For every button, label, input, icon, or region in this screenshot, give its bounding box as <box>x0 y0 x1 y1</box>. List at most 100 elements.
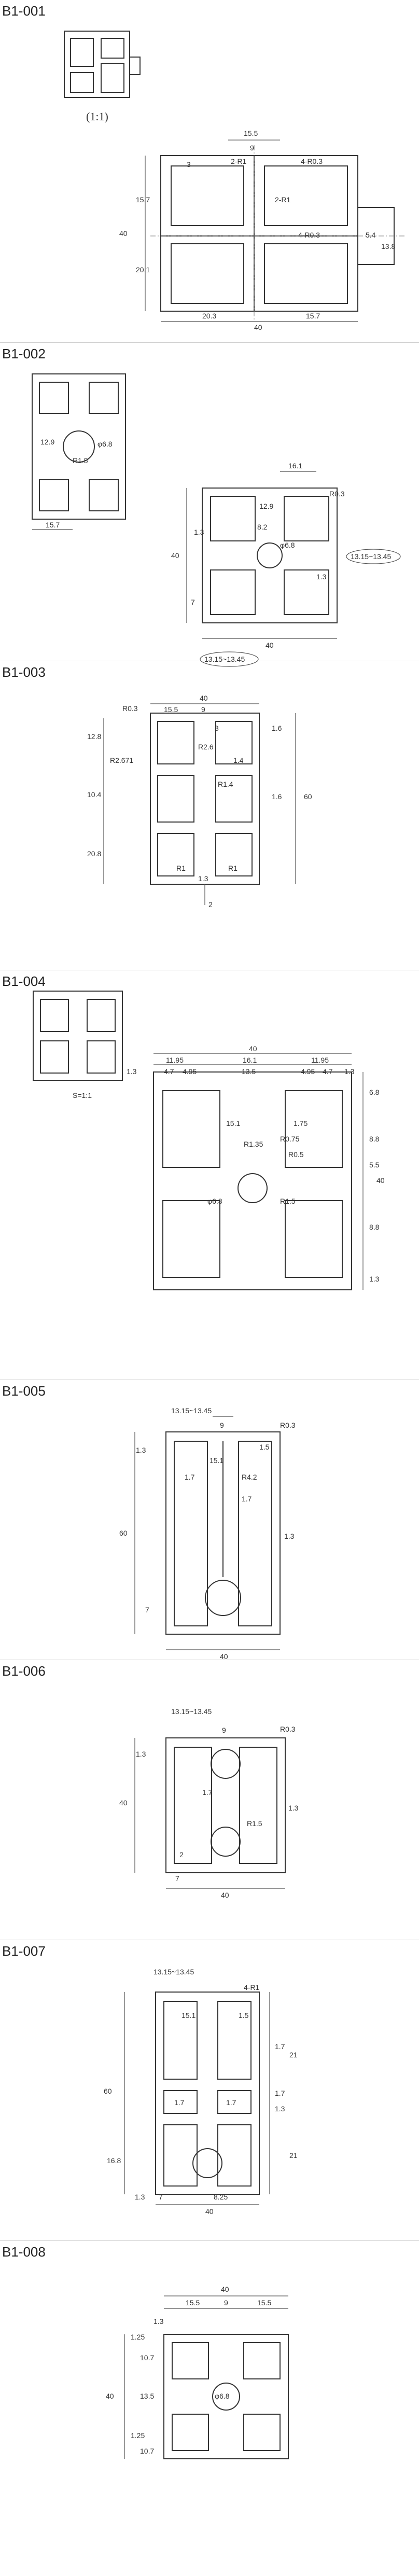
dim: 1.3 <box>194 528 204 536</box>
dim: 1.6 <box>272 724 282 732</box>
dim: 2-R1 <box>275 196 291 204</box>
dim: 13.15~13.45 <box>171 1707 212 1716</box>
dim: 10.7 <box>140 2447 154 2455</box>
profile-large <box>134 1416 281 1650</box>
dim: 40 <box>254 323 262 331</box>
dim: 12.9 <box>40 438 54 446</box>
dim: R1.35 <box>244 1140 263 1148</box>
dim: 3 <box>187 160 191 169</box>
dim: 1.3 <box>135 2193 145 2201</box>
dim: 4-R0.3 <box>298 231 320 239</box>
profile-large <box>145 140 404 322</box>
dim: 60 <box>119 1529 128 1537</box>
dim: 40 <box>249 1045 257 1053</box>
dim: 10.4 <box>87 790 101 799</box>
dim: 15.7 <box>46 521 60 529</box>
dim: 4-R1 <box>244 1983 260 1992</box>
dim: 60 <box>304 792 312 801</box>
dim: 12.8 <box>87 732 101 741</box>
dim: 1.3 <box>344 1067 355 1076</box>
dim: 15.5 <box>244 129 258 137</box>
profile-large <box>124 1992 270 2205</box>
dim: 6.8 <box>369 1088 380 1096</box>
dim: 11.95 <box>311 1056 329 1064</box>
dim: R0.3 <box>329 490 345 498</box>
dim: 1.3 <box>369 1275 380 1283</box>
dim: 16.8 <box>107 2156 121 2165</box>
dim: 20.1 <box>136 266 150 274</box>
dim: 21 <box>289 2051 298 2059</box>
dim: 1.7 <box>275 2042 285 2051</box>
dim: φ6.8 <box>280 541 295 549</box>
dim: 1.3 <box>198 874 208 883</box>
scale-label: S=1:1 <box>73 1091 92 1099</box>
dim: 4.95 <box>301 1067 315 1076</box>
dim: 13.5 <box>242 1067 256 1076</box>
dim: 2 <box>179 1850 184 1859</box>
section-b1-004: B1-004 S=1:1 40 11.95 16.1 11.95 1.3 4.7… <box>0 970 419 1380</box>
dim: 21 <box>289 2151 298 2160</box>
dim: 40 <box>119 1799 128 1807</box>
dim: 1.3 <box>284 1532 295 1540</box>
scale-label: (1:1) <box>86 110 108 123</box>
dim: R1 <box>176 864 186 872</box>
dim: 1.7 <box>242 1495 252 1503</box>
dim: 9 <box>222 1726 226 1734</box>
section-title: B1-006 <box>2 1663 46 1679</box>
dim: 13.15~13.45 <box>153 1968 194 1976</box>
dim: 1.25 <box>131 2431 145 2440</box>
dim: R1.5 <box>247 1819 262 1828</box>
dim: R1.4 <box>218 780 233 788</box>
dim: R2.671 <box>110 756 133 764</box>
section-b1-005: B1-005 13.15~13.45 9 R0.3 1.3 15.1 1.5 1… <box>0 1380 419 1661</box>
dim: 40 <box>221 2285 229 2293</box>
dim: R1 <box>228 864 238 872</box>
dim: R0.5 <box>288 1150 304 1159</box>
dim: 1.7 <box>185 1473 195 1481</box>
dim: 1.7 <box>226 2098 236 2107</box>
dim: 11.95 <box>166 1056 184 1064</box>
dim: 12.9 <box>259 502 273 510</box>
section-title: B1-008 <box>2 2244 46 2260</box>
dim: 40 <box>266 641 274 649</box>
dim: R0.75 <box>280 1135 300 1143</box>
section-title: B1-001 <box>2 3 46 19</box>
dim: 15.5 <box>164 705 178 714</box>
dim: 8.8 <box>369 1135 380 1143</box>
section-b1-003: B1-003 40 15.5 9 R0.3 1.6 8 12.8 R2.6 R2… <box>0 661 419 970</box>
dim: 1.3 <box>136 1750 146 1758</box>
dim: 13.15~13.45 <box>204 655 245 663</box>
dim: φ6.8 <box>97 440 113 448</box>
drawing-b1-001: (1:1) 15.5 9 2-R1 4-R0.3 3 15.7 40 20.1 … <box>64 31 404 331</box>
profile-large <box>103 703 296 905</box>
dim: 13.15~13.45 <box>171 1407 212 1415</box>
dim: 15.5 <box>186 2299 200 2307</box>
dim: 20.8 <box>87 850 101 858</box>
dim: 9 <box>201 705 205 714</box>
section-title: B1-002 <box>2 346 46 361</box>
dim: 16.1 <box>243 1056 257 1064</box>
dim: 1.7 <box>202 1788 213 1797</box>
dim: 4.7 <box>323 1067 333 1076</box>
dim: 5.5 <box>369 1161 380 1169</box>
drawing-b1-007: 13.15~13.45 4-R1 15.1 1.5 1.7 21 1.7 60 … <box>104 1968 298 2216</box>
section-b1-008: B1-008 40 15.5 9 15.5 1.3 1.25 10.7 φ6.8… <box>0 2240 419 2576</box>
dim: 1.25 <box>131 2333 145 2341</box>
dim: 13.15~13.45 <box>351 552 391 561</box>
dim: 40 <box>376 1176 385 1185</box>
profile-small <box>32 373 126 530</box>
dim: R1.5 <box>280 1197 296 1205</box>
dim: 60 <box>104 2087 112 2095</box>
dim: 15.5 <box>257 2299 271 2307</box>
profile-small <box>64 31 141 98</box>
section-title: B1-005 <box>2 1383 46 1399</box>
dim: 40 <box>205 2207 214 2216</box>
dim: 7 <box>145 1606 149 1614</box>
dim: 1.3 <box>136 1446 146 1454</box>
dim: 1.5 <box>259 1443 270 1451</box>
section-b1-001: B1-001 (1:1) 15.5 9 <box>0 0 419 342</box>
dim: 15.7 <box>306 312 320 320</box>
dim: 1.3 <box>153 2317 164 2326</box>
dim: 1.5 <box>239 2011 249 2020</box>
section-b1-007: B1-007 13.15~13.45 4-R1 15.1 1.5 1.7 21 … <box>0 1940 419 2241</box>
